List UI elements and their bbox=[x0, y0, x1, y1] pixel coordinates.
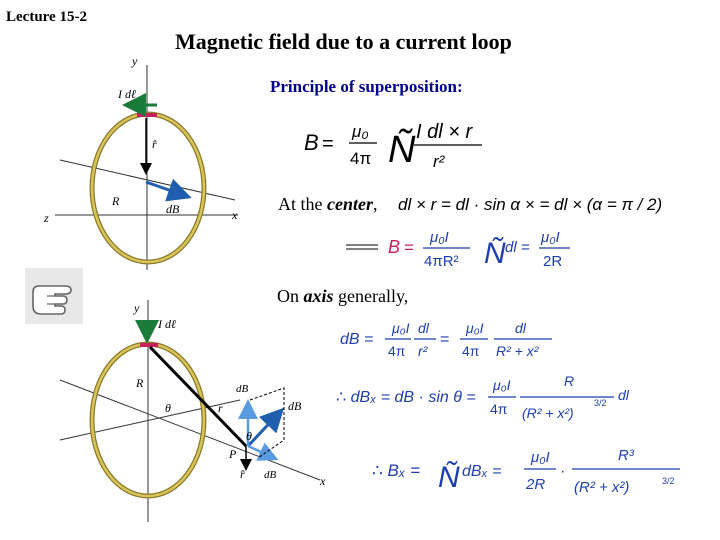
pointing-hand-icon bbox=[25, 268, 83, 324]
svg-text:I dl × r: I dl × r bbox=[416, 121, 473, 143]
svg-text:μ₀I: μ₀I bbox=[391, 320, 410, 336]
svg-text:·: · bbox=[560, 463, 565, 480]
fig1-z-label: z bbox=[43, 211, 49, 225]
svg-text:(R² + x²): (R² + x²) bbox=[574, 479, 629, 496]
svg-text:(R² + x²): (R² + x²) bbox=[522, 405, 574, 421]
fig2-dB-arrow bbox=[246, 407, 285, 448]
svg-text:r²: r² bbox=[433, 152, 446, 171]
svg-text:μ₀I: μ₀I bbox=[492, 377, 511, 393]
fig1-dB-label: dB bbox=[166, 202, 180, 216]
svg-text:y: y bbox=[133, 301, 140, 315]
fig1-y-label: y bbox=[131, 54, 138, 68]
svg-text:x: x bbox=[319, 474, 326, 488]
svg-text:=: = bbox=[322, 133, 334, 155]
svg-text:2R: 2R bbox=[543, 253, 562, 270]
fig2-x-axis bbox=[59, 379, 321, 481]
svg-text:μ₀I: μ₀I bbox=[429, 229, 449, 246]
svg-text:R: R bbox=[135, 376, 144, 390]
svg-text:R: R bbox=[564, 373, 574, 389]
svg-text:∴ Bₓ =: ∴ Bₓ = bbox=[372, 461, 420, 480]
svg-text:Ñ: Ñ bbox=[438, 460, 460, 494]
svg-text:μ₀I: μ₀I bbox=[465, 320, 484, 336]
svg-text:dl × r = dl · sin α × = dl ×: dl × r = dl · sin α × = dl × (α = π / 2) bbox=[398, 195, 662, 214]
svg-text:=: = bbox=[404, 238, 414, 257]
svg-text:dl: dl bbox=[418, 320, 430, 336]
svg-text:dB: dB bbox=[236, 383, 249, 395]
svg-text:R² + x²: R² + x² bbox=[496, 343, 540, 359]
svg-text:μ₀I: μ₀I bbox=[540, 229, 560, 246]
svg-text:μ₀: μ₀ bbox=[351, 122, 368, 141]
svg-text:3/2: 3/2 bbox=[662, 476, 675, 486]
svg-text:4π: 4π bbox=[490, 401, 508, 417]
svg-text:dl: dl bbox=[618, 387, 630, 403]
svg-text:∴ dBₓ = dB · sin θ =: ∴ dBₓ = dB · sin θ = bbox=[336, 389, 476, 406]
principle-heading: Principle of superposition: bbox=[270, 77, 463, 96]
svg-text:Ñ: Ñ bbox=[484, 236, 506, 270]
center-label: At the center, bbox=[278, 194, 378, 214]
figure-current-loop-bottom: y x I dℓ R θ r dB dB θ P r̂ dB bbox=[59, 300, 326, 522]
svg-text:dl =: dl = bbox=[505, 239, 530, 256]
svg-text:dl: dl bbox=[515, 320, 527, 336]
svg-text:θ: θ bbox=[165, 401, 171, 415]
svg-text:θ: θ bbox=[246, 429, 252, 443]
svg-text:4π: 4π bbox=[462, 343, 480, 359]
svg-text:2R: 2R bbox=[525, 476, 545, 493]
svg-text:I dℓ: I dℓ bbox=[157, 317, 176, 331]
axis-label: On axis generally, bbox=[277, 286, 409, 306]
svg-text:dBₓ =: dBₓ = bbox=[462, 463, 501, 480]
fig1-Idl-label: I dℓ bbox=[117, 87, 136, 101]
svg-text:B: B bbox=[304, 130, 319, 155]
center-equation: dl × r = dl · sin α × = dl × (α = π / 2)… bbox=[346, 195, 662, 270]
dB-arrow bbox=[145, 178, 192, 202]
svg-text:r: r bbox=[218, 401, 223, 415]
svg-text:μ₀I: μ₀I bbox=[530, 449, 550, 466]
svg-text:dB: dB bbox=[264, 469, 277, 481]
svg-text:dB =: dB = bbox=[340, 331, 373, 348]
svg-text:=: = bbox=[440, 331, 449, 348]
fig1-x-label: x bbox=[231, 208, 238, 222]
svg-text:P: P bbox=[228, 447, 237, 461]
svg-text:4π: 4π bbox=[388, 343, 406, 359]
fig1-R-label: R bbox=[111, 194, 120, 208]
svg-text:r²: r² bbox=[418, 343, 429, 359]
figure-current-loop-top: y z x I dℓ r̂ R dB bbox=[43, 54, 238, 270]
slide-title: Magnetic field due to a current loop bbox=[175, 29, 512, 54]
r-vector bbox=[148, 345, 248, 448]
fig1-rhat-label: r̂ bbox=[152, 137, 157, 151]
svg-text:r̂: r̂ bbox=[240, 467, 245, 481]
svg-text:B: B bbox=[388, 237, 400, 257]
dBx-arrow bbox=[247, 442, 279, 461]
svg-text:dB: dB bbox=[288, 399, 302, 413]
svg-text:Ñ: Ñ bbox=[388, 128, 416, 171]
svg-text:3/2: 3/2 bbox=[594, 398, 607, 408]
biot-savart-equation: B = μ₀ 4π Ñ I dl × r r² bbox=[304, 121, 482, 171]
lecture-number: Lecture 15-2 bbox=[6, 9, 87, 25]
svg-text:R³: R³ bbox=[618, 447, 635, 464]
axis-equations: dB = μ₀I 4π dl r² = μ₀I 4π dl R² + x² ∴ … bbox=[336, 320, 680, 496]
svg-text:4π: 4π bbox=[350, 149, 371, 168]
svg-text:4πR²: 4πR² bbox=[424, 253, 459, 270]
